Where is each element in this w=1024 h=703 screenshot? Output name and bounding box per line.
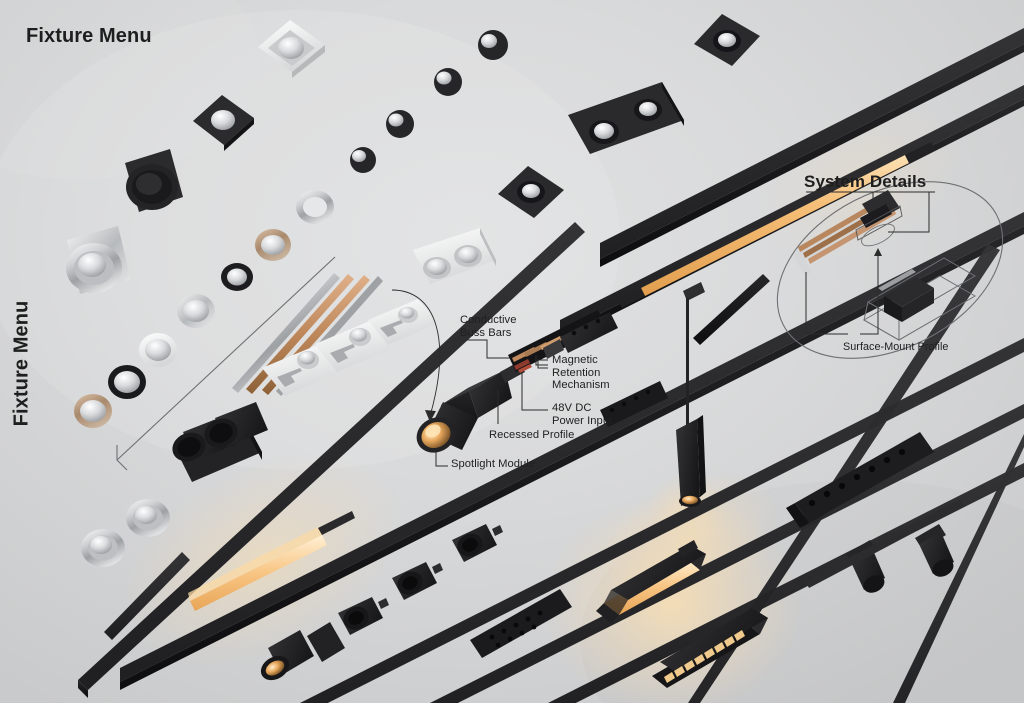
fixture-wallwash-module <box>315 320 395 372</box>
fixture-dual-head-black <box>172 402 268 482</box>
fixture-round-bronze-2 <box>74 394 112 428</box>
linear-luminaire-lit <box>596 540 706 623</box>
annotation-recessed-profile: Recessed Profile <box>489 429 575 441</box>
annotation-arrowhead <box>425 410 436 422</box>
fixture-round-chrome-3 <box>81 529 125 567</box>
annotation-power-input: 48V DC Power Input <box>552 402 613 427</box>
track-rail-cross <box>893 434 1024 703</box>
detail-leader-arrow <box>874 248 882 256</box>
track-rail <box>548 463 1024 703</box>
annotation-leaders <box>391 289 548 467</box>
fixture-round-chrome-2 <box>126 499 170 537</box>
grille-bar-right <box>786 432 934 528</box>
menu-grouping-bracket <box>116 256 336 471</box>
fixture-wallwash-module <box>262 343 345 396</box>
spotlight-module <box>416 361 525 453</box>
fixture-cylinder-chrome <box>66 226 131 294</box>
track-rail <box>600 28 1024 267</box>
fixture-wallwash-module <box>368 299 438 345</box>
fixture-rect-double-white <box>413 228 496 284</box>
track-spot-head-lit <box>260 622 345 681</box>
fixture-ball-downlight <box>434 68 462 96</box>
annotation-spotlight-module: Spotlight Module <box>451 458 536 470</box>
grille-block-bottom-right <box>470 589 572 658</box>
track-connector <box>693 274 770 345</box>
system-details-callout <box>776 181 1004 359</box>
fixture-ball-downlight <box>478 30 508 60</box>
fixture-menu-items <box>66 14 760 567</box>
pendant-light <box>676 282 706 507</box>
fixture-rect-triple-black <box>568 82 684 154</box>
led-strip-endcaps <box>618 142 935 308</box>
fixture-square-black-top <box>694 14 760 66</box>
detail-recessed-profile <box>793 190 903 276</box>
fixture-round-black <box>108 365 146 399</box>
surface-spot-pair-right <box>805 499 964 593</box>
fixture-square-black-mid <box>498 166 564 218</box>
system-details-title: System Details <box>804 172 927 191</box>
track-spot-head <box>392 562 443 600</box>
annotation-surface-mount-profile: Surface-Mount Profile <box>843 341 949 353</box>
fixture-round-bronze <box>255 229 291 261</box>
grille-luminaire-lit <box>652 608 768 688</box>
annotation-magnetic-retention: Magnetic Retention Mechanism <box>552 354 610 392</box>
fixture-round-black-small <box>221 263 253 291</box>
fixture-round-white <box>177 294 215 328</box>
fixture-ball-downlight <box>350 147 376 173</box>
fixture-square-white <box>258 20 325 78</box>
annotation-conductive-buss-bars: Conductive Buss Bars <box>460 314 517 339</box>
fixture-round-white-2 <box>139 333 177 367</box>
page-title-vertical: Fixture Menu <box>10 300 33 427</box>
track-spot-head <box>338 597 389 635</box>
track-rail-cross <box>104 552 190 640</box>
detail-surface-mount-profile <box>862 257 977 341</box>
grille-module-center <box>600 381 668 427</box>
spot-train-bottom <box>260 524 503 681</box>
track-rail-cross <box>78 222 585 698</box>
page-title: Fixture Menu <box>26 25 152 47</box>
track-spot-head <box>452 524 503 562</box>
linear-led-module <box>188 511 355 611</box>
fixture-square-black <box>193 95 254 151</box>
track-rail <box>300 338 1024 703</box>
track-rail-cross <box>688 244 1000 703</box>
fixture-round-chrome <box>296 190 334 224</box>
fixture-cylinder-black <box>125 149 183 212</box>
fixture-ball-downlight <box>386 110 414 138</box>
track-cutaway-detail <box>508 310 618 373</box>
